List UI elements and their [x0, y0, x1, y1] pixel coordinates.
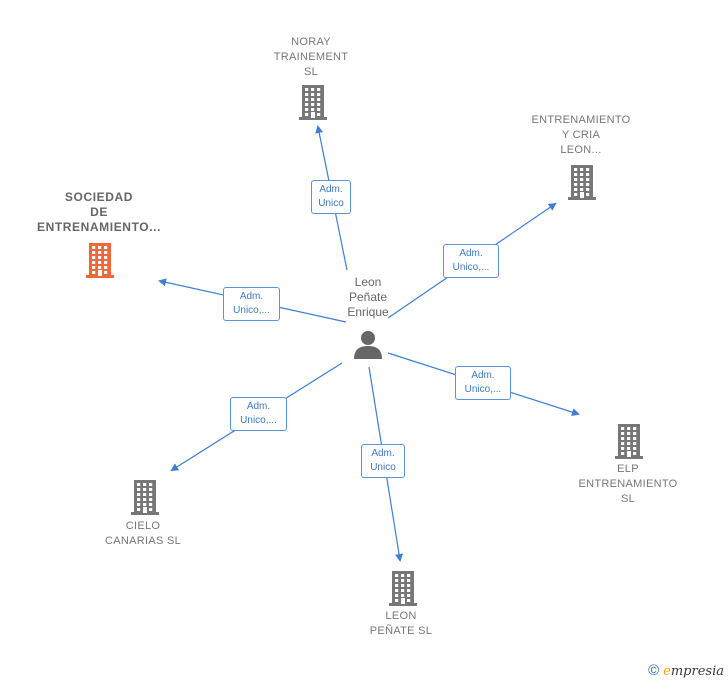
building-icon: [615, 424, 643, 459]
role-label-leon-penate[interactable]: Adm. Unico: [361, 444, 405, 478]
copyright-symbol: ©: [648, 662, 660, 679]
building-icon: [131, 480, 159, 515]
company-name: SOCIEDAD DE ENTRENAMIENTO...: [36, 190, 162, 234]
brand-name: mpresia: [670, 664, 724, 679]
building-icon: [86, 243, 114, 278]
role-label-elp[interactable]: Adm. Unico,...: [455, 366, 511, 400]
company-name: NORAY TRAINEMENT SL: [273, 36, 349, 78]
building-icon: [389, 571, 417, 606]
brand-watermark: ©empresia: [648, 662, 724, 679]
role-label-noray[interactable]: Adm. Unico: [311, 180, 351, 214]
role-label-entrenamiento-cria[interactable]: Adm. Unico,...: [443, 244, 499, 278]
company-name: ELP ENTRENAMIENTO SL: [578, 463, 678, 505]
building-icon: [568, 165, 596, 200]
company-name: ENTRENAMIENTO Y CRIA LEON...: [531, 114, 631, 156]
role-label-cielo[interactable]: Adm. Unico,...: [230, 397, 287, 431]
person-icon: [354, 331, 382, 359]
company-name: CIELO CANARIAS SL: [104, 520, 182, 547]
person-name: Leon Peñate Enrique: [347, 275, 389, 319]
brand-initial: e: [663, 664, 671, 679]
company-name: LEON PEÑATE SL: [369, 610, 433, 637]
building-icon: [299, 85, 327, 120]
role-label-sociedad[interactable]: Adm. Unico,...: [223, 287, 280, 321]
